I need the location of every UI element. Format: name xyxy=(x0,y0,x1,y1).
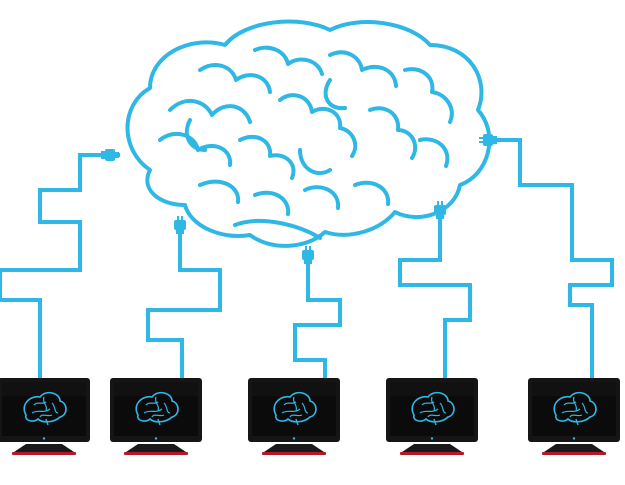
wire-2 xyxy=(146,228,222,380)
monitor-3 xyxy=(248,378,340,455)
monitor-4 xyxy=(386,378,478,455)
wire-3 xyxy=(293,252,342,380)
brain-icon xyxy=(125,19,492,248)
wire-1 xyxy=(0,153,120,380)
monitor-1 xyxy=(0,378,90,455)
plug-icon-1 xyxy=(173,215,187,235)
monitor-2 xyxy=(110,378,202,455)
plug-icon-2 xyxy=(301,245,315,265)
monitor-5 xyxy=(528,378,620,455)
wire-4 xyxy=(398,210,472,380)
network-wires xyxy=(0,138,614,380)
wire-5 xyxy=(490,138,614,380)
